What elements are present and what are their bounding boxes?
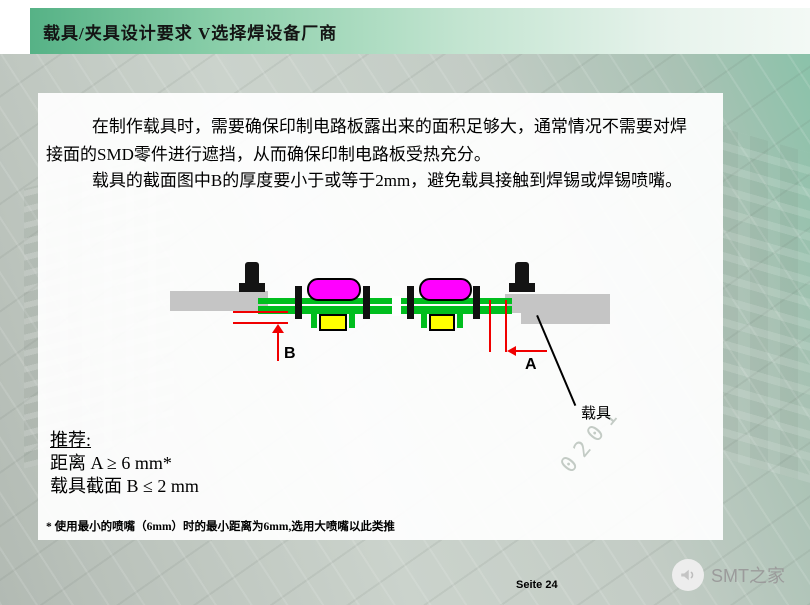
dimension-a-label: A (525, 356, 537, 373)
carrier-right-block (505, 294, 610, 313)
page-number: Seite 24 (516, 579, 558, 591)
dimension-a-left-line (489, 300, 491, 352)
tht-component-right (419, 278, 472, 301)
smd-component-left (319, 314, 347, 331)
paragraph-thickness-requirement: 载具的截面图中B的厚度要小于或等于2mm，避免载具接触到焊锡或焊锡喷嘴。 (91, 171, 683, 190)
pcb-clip (363, 286, 370, 319)
dimension-b-arrowhead (272, 324, 284, 333)
top-margin (0, 0, 810, 8)
dimension-a-arrow-line (516, 350, 547, 352)
recommendation-section-b: 载具截面 B ≤ 2 mm (50, 476, 199, 496)
recommendation-heading: 推荐: (50, 430, 92, 450)
recommendation-distance-a: 距离 A ≥ 6 mm* (50, 453, 172, 473)
pcb-clip (473, 286, 480, 319)
dimension-b-lower-line (233, 322, 288, 324)
pcb-clip (295, 286, 302, 319)
slide-title: 载具/夹具设计要求 V选择焊设备厂商 (43, 23, 338, 43)
megaphone-icon (672, 559, 704, 591)
dimension-b-upper-line (233, 311, 288, 313)
footnote: * 使用最小的喷嘴（6mm）时的最小距离为6mm,选用大喷嘴以此类推 (46, 521, 395, 533)
dimension-b-label: B (284, 345, 296, 362)
watermark: SMT之家 (672, 559, 785, 591)
clamp-screw-right-base (509, 283, 535, 292)
clamp-screw-left (245, 262, 259, 285)
smd-pad (457, 314, 463, 328)
carrier-leader-line (536, 315, 577, 406)
pcb-panel-gap (392, 296, 401, 316)
watermark-text: SMT之家 (711, 566, 785, 586)
smd-pad (311, 314, 317, 328)
dimension-a-arrowhead (507, 346, 516, 356)
left-margin (0, 0, 30, 54)
clamp-screw-left-base (239, 283, 265, 292)
smd-pad (349, 314, 355, 328)
slide-title-bar: 载具/夹具设计要求 V选择焊设备厂商 (30, 8, 810, 54)
dimension-a-right-line (505, 300, 507, 352)
recommendation-block: 推荐: 距离 A ≥ 6 mm* 载具截面 B ≤ 2 mm (50, 429, 199, 498)
smd-pad (421, 314, 427, 328)
paragraph-carrier-requirement: 在制作载具时，需要确保印制电路板露出来的面积足够大，通常情况不需要对焊接面的SM… (46, 117, 687, 164)
tht-component-left (307, 278, 361, 301)
carrier-label: 载具 (581, 406, 612, 422)
smd-component-right (429, 314, 455, 331)
pcb-strip-bottom (258, 306, 512, 314)
pcb-strip-top (258, 298, 512, 304)
pcb-clip (407, 286, 414, 319)
carrier-right-step (521, 313, 610, 324)
dimension-b-arrow-line (277, 333, 279, 361)
carrier-cross-section-diagram: B A 载具 (165, 255, 630, 437)
clamp-screw-right (515, 262, 529, 285)
carrier-left-block (170, 291, 268, 311)
pcb-pads-pattern (720, 127, 810, 483)
